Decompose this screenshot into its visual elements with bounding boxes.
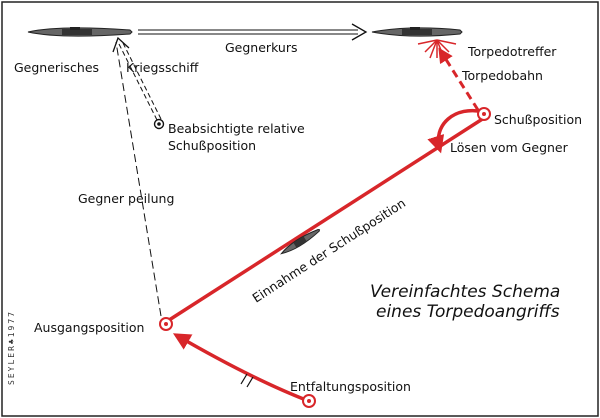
deployment-position-marker [302, 394, 316, 408]
label-loesen: Lösen vom Gegner [450, 140, 569, 155]
label-gegnerkurs: Gegnerkurs [225, 40, 298, 55]
label-beabsichtigte-2: Schußposition [168, 138, 256, 153]
label-kriegsschiff: Kriegsschiff [126, 60, 199, 75]
artist-signature: SEYLER♣1977 [7, 310, 16, 385]
firing-position-marker [477, 107, 491, 121]
label-entfaltungsposition: Entfaltungsposition [290, 379, 411, 394]
label-peilung: Gegner peilung [78, 191, 174, 206]
label-schussposition: Schußposition [494, 112, 582, 127]
deployment-break-mark-1 [240, 373, 248, 385]
intended-position-dot [157, 122, 161, 126]
disengage-curve [427, 108, 485, 154]
intended-relative-position-arrow [112, 36, 162, 121]
label-beabsichtigte-1: Beabsichtigte relative [168, 121, 305, 136]
torpedo-track-line [438, 47, 480, 111]
torpedo-hit-burst-icon [417, 39, 457, 59]
start-position-marker [159, 317, 173, 331]
enemy-bearing-line [115, 41, 162, 317]
deployment-path [172, 333, 307, 402]
enemy-warship-icon [27, 27, 133, 37]
label-gegnerisches: Gegnerisches [14, 60, 99, 75]
label-torpedobahn: Torpedobahn [461, 68, 543, 83]
label-ausgangsposition: Ausgangsposition [34, 320, 144, 335]
enemy-warship-hit-icon [371, 27, 463, 37]
label-torpedotreffer: Torpedotreffer [467, 44, 557, 59]
diagram-title-line-2: eines Torpedoangriffs [376, 302, 560, 322]
own-torpedo-boat-icon [280, 228, 321, 255]
diagram-title-line-1: Vereinfachtes Schema [370, 282, 560, 302]
deployment-break-mark-2 [246, 376, 254, 388]
enemy-course-arrow [138, 23, 368, 41]
